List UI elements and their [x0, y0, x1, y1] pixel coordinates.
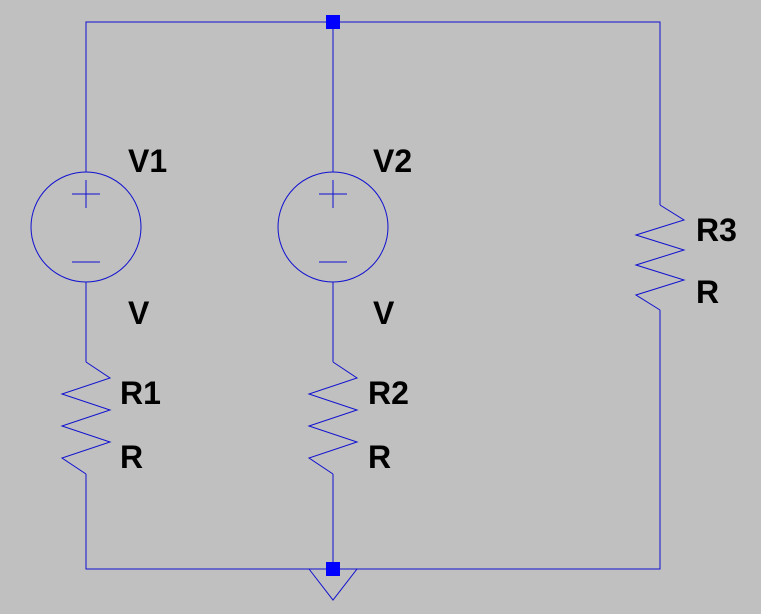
r2-name-label: R2: [368, 375, 409, 411]
v1-value-label: V: [128, 295, 150, 331]
v1-name-label: V1: [128, 143, 167, 179]
r1-value-label: R: [120, 439, 143, 475]
junction-dot-top[interactable]: [326, 15, 340, 29]
wires: [85, 21, 661, 570]
r3-value-label: R: [696, 274, 719, 310]
wire-top[interactable]: [85, 21, 661, 205]
r3-name-label: R3: [696, 212, 737, 248]
r1-name-label: R1: [120, 375, 161, 411]
r2-resistor[interactable]: [307, 361, 359, 475]
v1-voltage-source[interactable]: [30, 171, 142, 283]
wire-bottom[interactable]: [85, 310, 661, 570]
v2-value-label: V: [373, 295, 395, 331]
r3-resistor[interactable]: [634, 204, 686, 311]
junction-dot-bottom[interactable]: [326, 562, 340, 576]
r1-resistor[interactable]: [60, 361, 112, 475]
v2-name-label: V2: [373, 143, 412, 179]
r2-value-label: R: [368, 439, 391, 475]
v2-voltage-source[interactable]: [277, 171, 389, 283]
